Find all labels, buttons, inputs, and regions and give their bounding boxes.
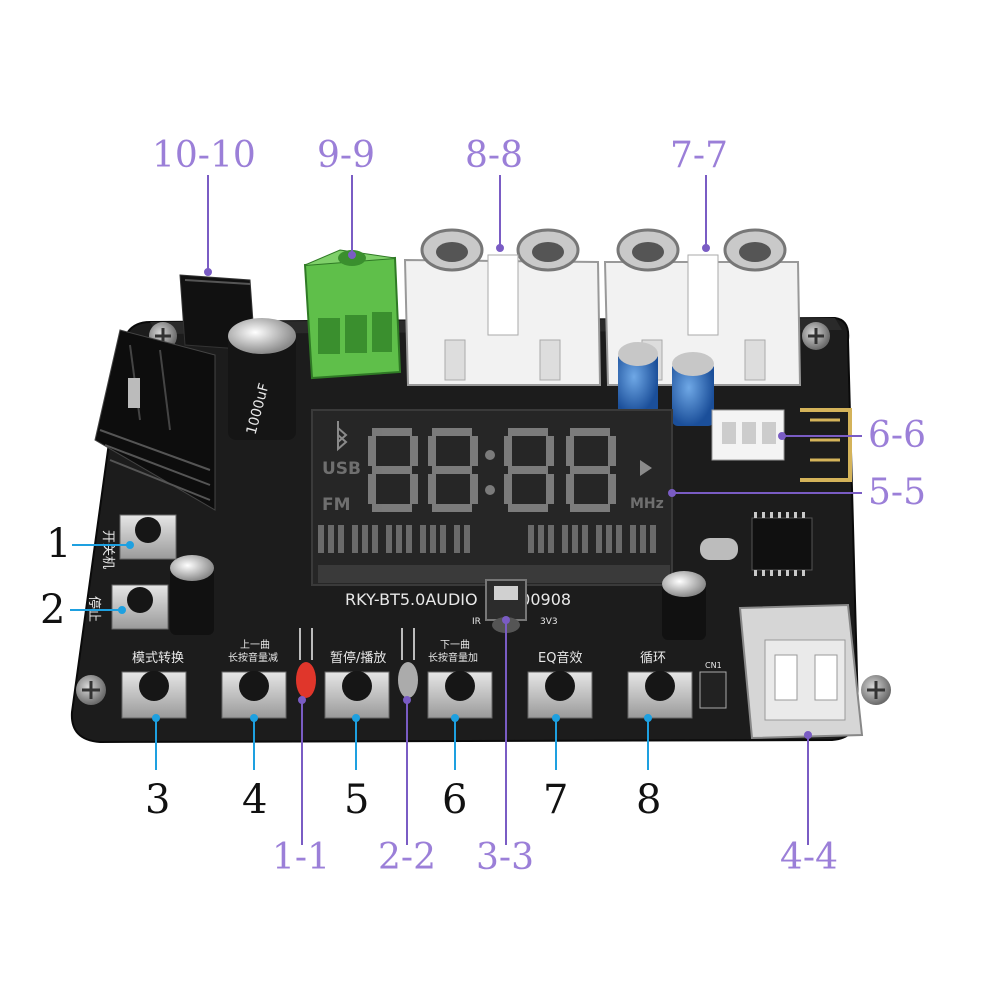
svg-text:模式转换: 模式转换	[132, 651, 184, 666]
bluetooth-antenna	[800, 408, 852, 482]
callout-5: 5	[344, 777, 370, 823]
button-3-body	[121, 671, 187, 719]
audio-terminal-block	[303, 249, 402, 380]
crystal-oscillator	[700, 538, 738, 560]
svg-text:长按音量减: 长按音量减	[228, 651, 278, 664]
callout-3-3: 3-3	[476, 837, 534, 878]
svg-text:USB: USB	[322, 459, 361, 479]
heatsink	[94, 329, 216, 511]
vfd-display: USB FM MHz	[311, 409, 673, 586]
callout-4: 4	[242, 777, 268, 823]
svg-text:开关机: 开关机	[100, 530, 115, 569]
callout-6-6: 6-6	[868, 415, 926, 456]
battery-connector	[711, 409, 785, 461]
bluetooth-icon	[337, 421, 348, 452]
chip-pins	[754, 512, 805, 576]
svg-text:IR: IR	[472, 617, 481, 627]
callout-7: 7	[543, 777, 569, 823]
callout-3: 3	[145, 777, 171, 823]
svg-text:暂停/播放: 暂停/播放	[330, 650, 386, 666]
button-8-body	[627, 671, 693, 719]
callout-10-10: 10-10	[152, 135, 256, 176]
callout-7-7: 7-7	[670, 135, 728, 176]
svg-text:MHz: MHz	[630, 496, 664, 512]
red-led	[296, 628, 316, 698]
button-6-body	[427, 671, 493, 719]
clear-led	[398, 628, 418, 698]
svg-text:3V3: 3V3	[540, 617, 558, 627]
blue-capacitors	[618, 342, 714, 426]
ic-chip	[751, 517, 813, 571]
svg-text:下一曲: 下一曲	[440, 639, 470, 651]
small-capacitors	[170, 555, 706, 640]
svg-text:FM: FM	[322, 495, 351, 515]
svg-text:EQ音效: EQ音效	[538, 650, 582, 666]
tactile-buttons	[111, 514, 693, 719]
callout-5-5: 5-5	[868, 472, 926, 513]
usb-port	[738, 603, 864, 740]
callout-4-4: 4-4	[780, 837, 838, 878]
button-2-body	[111, 584, 169, 630]
button-7-body	[527, 671, 593, 719]
callout-8-8: 8-8	[465, 135, 523, 176]
svg-text:上一曲: 上一曲	[240, 639, 270, 651]
callout-2: 2	[40, 587, 66, 633]
callout-1: 1	[46, 521, 72, 567]
svg-text:长按音量加: 长按音量加	[428, 651, 478, 664]
button-1-body	[119, 514, 177, 560]
model-label: RKY-BT5.0AUDIO	[345, 590, 478, 609]
callout-2-2: 2-2	[378, 837, 436, 878]
blue-leader-lines	[70, 541, 652, 770]
button-5-body	[324, 671, 390, 719]
capacitor-1000uf: 1000uF	[228, 318, 296, 440]
purple-leader-lines	[204, 175, 862, 845]
rca-jacks-left	[403, 228, 602, 386]
callout-6: 6	[442, 777, 468, 823]
svg-text:循环: 循环	[640, 651, 666, 666]
svg-text:CN1: CN1	[705, 661, 722, 670]
cn1-connector	[699, 671, 727, 709]
button-4-body	[221, 671, 287, 719]
callout-9-9: 9-9	[317, 135, 375, 176]
callout-8: 8	[636, 777, 662, 823]
callout-1-1: 1-1	[272, 837, 330, 878]
